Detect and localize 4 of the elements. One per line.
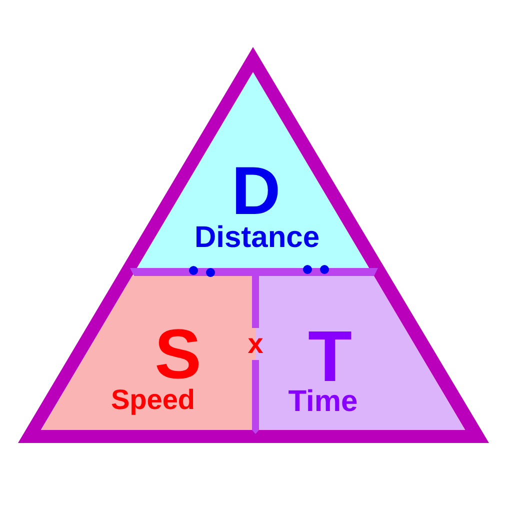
variable-name: Distance bbox=[194, 221, 320, 256]
triangle-section bbox=[137, 72, 369, 268]
multiplication-sign: x bbox=[246, 328, 264, 360]
variable-name: Speed bbox=[110, 384, 196, 416]
